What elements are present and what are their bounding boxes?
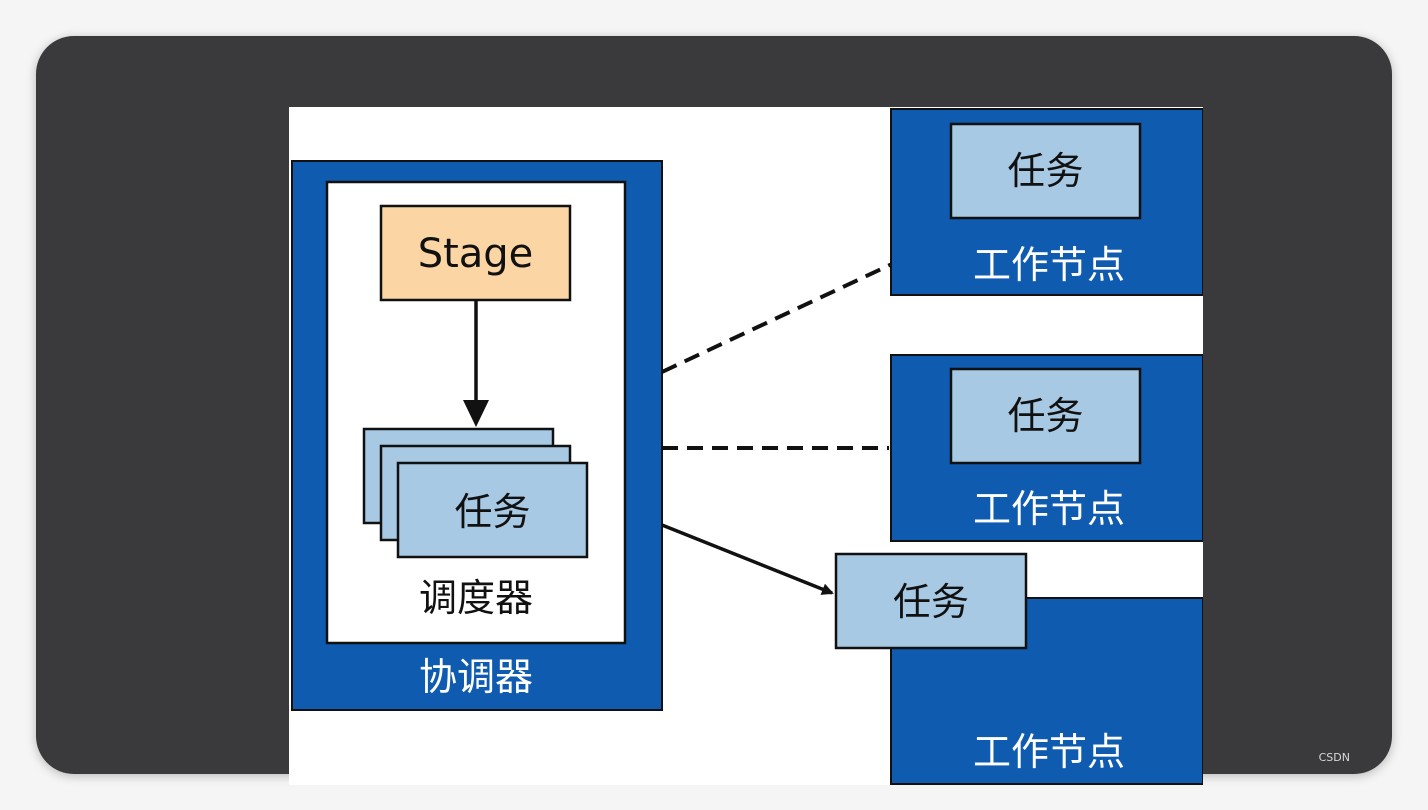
worker-node-3-task-label: 任务: [893, 580, 969, 624]
worker-node-2: 任务 工作节点: [890, 354, 1203, 542]
worker-node-3: 任务 工作节点: [834, 552, 1203, 785]
task-dispatch-arrow: [661, 523, 834, 595]
stage-box: [379, 204, 572, 302]
worker-node-3-label: 工作节点: [973, 730, 1125, 774]
worker-node-2-task: [949, 367, 1142, 465]
worker-node-1-label: 工作节点: [973, 243, 1125, 287]
coordinator-label: 协调器: [419, 655, 533, 699]
coordinator-node: Stage 任务 调度器 协调器: [291, 160, 663, 711]
screenshot-frame: Stage 任务 调度器 协调器 任务 工作节点: [36, 36, 1392, 785]
task-stack-front: [396, 461, 589, 559]
task-stack-label: 任务: [454, 490, 530, 534]
stage-label: Stage: [418, 231, 534, 277]
connection-worker-1: [661, 262, 893, 374]
watermark: CSDN: [1318, 751, 1350, 764]
worker-node-1-task: [949, 122, 1142, 220]
worker-node-3-incoming-task: [834, 552, 1028, 650]
architecture-diagram: Stage 任务 调度器 协调器 任务 工作节点: [291, 108, 1203, 785]
worker-node-2-task-label: 任务: [1007, 394, 1083, 438]
stage-to-tasks-arrowhead: [463, 400, 489, 427]
worker-node-2-label: 工作节点: [973, 487, 1125, 531]
scheduler-label: 调度器: [419, 576, 533, 620]
worker-node-1: 任务 工作节点: [890, 108, 1203, 296]
diagram-canvas: Stage 任务 调度器 协调器 任务 工作节点: [289, 107, 1203, 785]
worker-node-1-task-label: 任务: [1007, 149, 1083, 193]
